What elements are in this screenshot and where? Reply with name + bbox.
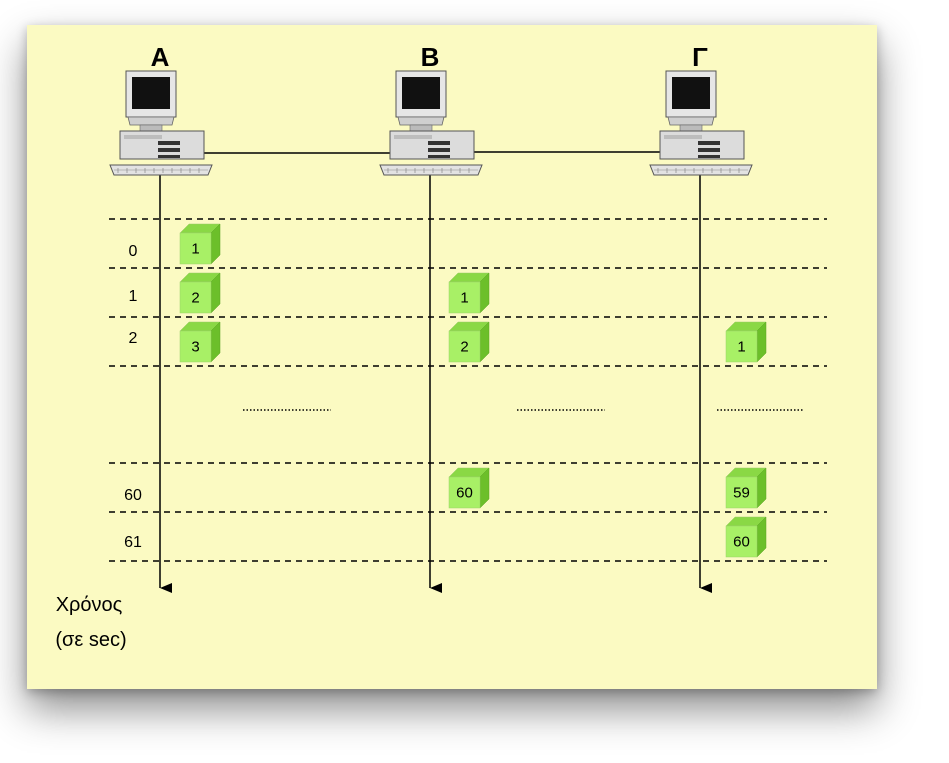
- desktop-computer-icon: [650, 71, 752, 175]
- packet-label: 1: [191, 240, 199, 257]
- packet-cube: 60: [726, 517, 766, 557]
- packet-label: 1: [737, 338, 745, 355]
- packet-label: 59: [733, 484, 750, 501]
- packet-label: 2: [460, 338, 468, 355]
- packet-cube: 2: [180, 273, 220, 313]
- packet-cube: 1: [180, 224, 220, 264]
- desktop-computer-icon: [380, 71, 482, 175]
- packet-label: 60: [456, 484, 473, 501]
- packet-label: 3: [191, 338, 199, 355]
- packet-cube: 2: [449, 322, 489, 362]
- packet-cube: 1: [726, 322, 766, 362]
- time-axis-unit-caption: (σε sec): [55, 629, 126, 651]
- packet-cube: 60: [449, 468, 489, 508]
- packet-cube: 3: [180, 322, 220, 362]
- packet-cube: 1: [449, 273, 489, 313]
- time-slot-label: 1: [129, 288, 138, 305]
- node-label-g: Γ: [692, 42, 708, 72]
- packet-cube: 59: [726, 468, 766, 508]
- packet-label: 1: [460, 289, 468, 306]
- time-slot-label: 2: [129, 330, 138, 347]
- node-label-a: A: [151, 42, 170, 72]
- node-label-b: B: [421, 42, 440, 72]
- time-slot-label: 60: [124, 487, 142, 504]
- time-axis-caption: Χρόνος: [56, 594, 123, 616]
- time-slot-label: 0: [129, 243, 138, 260]
- packet-label: 2: [191, 289, 199, 306]
- time-slot-label: 61: [124, 534, 142, 551]
- packet-label: 60: [733, 533, 750, 550]
- desktop-computer-icon: [110, 71, 212, 175]
